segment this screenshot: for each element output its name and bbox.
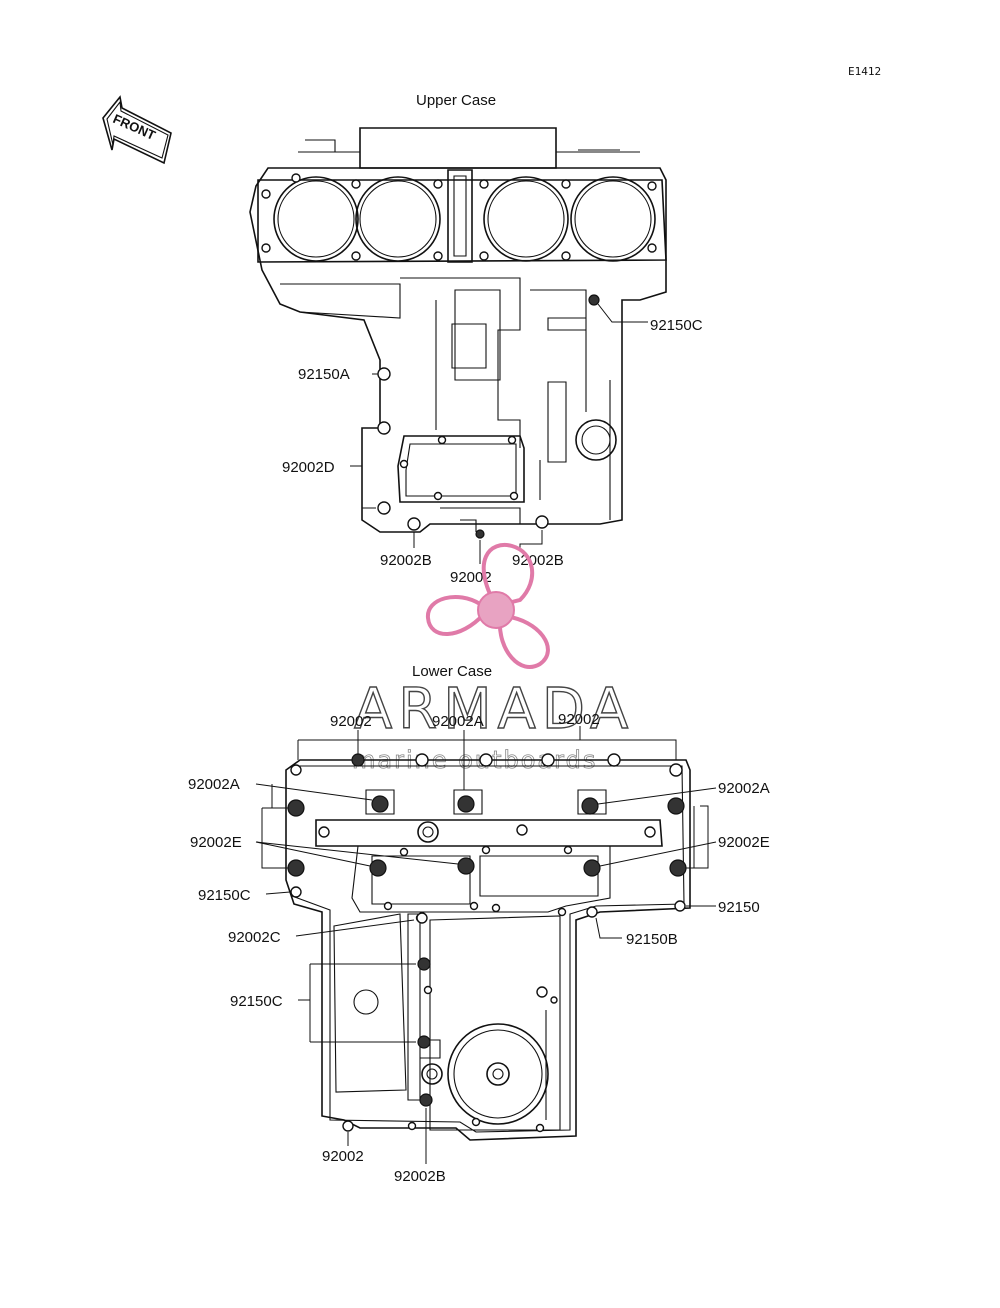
bolt-92002-top-3 <box>541 753 555 767</box>
cylinder-bore-4 <box>570 176 656 262</box>
bolt-92150B <box>586 906 598 918</box>
label-92002B-bottom: 92002B <box>394 1168 446 1185</box>
label-92150C-lower-mid: 92150C <box>230 993 283 1010</box>
bolt-92002-top-1 <box>351 753 365 767</box>
upper-case-drawing <box>249 127 667 564</box>
label-92002E-right: 92002E <box>718 834 770 851</box>
bolt-92002E-far-left <box>287 859 305 877</box>
oil-filter-housing <box>447 1023 549 1125</box>
label-92150C-lower-left: 92150C <box>198 887 251 904</box>
bolt-92002D-bottom <box>377 501 391 515</box>
lower-case-drawing <box>255 726 717 1164</box>
bolt-92150C-upper <box>588 294 600 306</box>
label-92002B-upper-left: 92002B <box>380 552 432 569</box>
drain-boss <box>353 989 379 1015</box>
cylinder-bore-1 <box>273 176 359 262</box>
bolt-92150C-lower <box>290 886 302 898</box>
label-92150A: 92150A <box>298 366 350 383</box>
bolt-92150C-mid-top <box>417 957 431 971</box>
bolt-92002C <box>416 912 428 924</box>
cylinder-bore-3 <box>483 176 569 262</box>
label-92002-bottom: 92002 <box>322 1148 364 1165</box>
bolt-92002A-top <box>479 753 493 767</box>
label-92002C: 92002C <box>228 929 281 946</box>
lower-case-title: Lower Case <box>412 663 492 680</box>
bolt-92002A-center <box>453 789 483 815</box>
bolt-92002A-far-left <box>287 799 305 817</box>
bolt-92150C-mid-bottom <box>417 1035 431 1049</box>
bolt-92002A-far-right <box>667 797 685 815</box>
bolt-92002E-far-right <box>669 859 687 877</box>
bolt-92150 <box>674 900 686 912</box>
label-92150B: 92150B <box>626 931 678 948</box>
bolt-92002B-right <box>535 515 549 529</box>
label-92002A-left: 92002A <box>188 776 240 793</box>
bolt-92002A-left <box>365 789 395 815</box>
bolt-92002A-right <box>577 789 607 815</box>
label-92002E-left: 92002E <box>190 834 242 851</box>
bolt-92002 <box>475 529 485 539</box>
upper-case-title: Upper Case <box>416 92 496 109</box>
front-arrow-icon: FRONT <box>102 95 172 165</box>
bolt-92002-top-4 <box>607 753 621 767</box>
label-92002B-upper-right: 92002B <box>512 552 564 569</box>
label-92002A-right: 92002A <box>718 780 770 797</box>
bolt-92002B-left <box>407 517 421 531</box>
diagram-code: E1412 <box>848 65 881 78</box>
watermark-brand: ARMADA <box>354 677 634 742</box>
label-92002-lower-top-left: 92002 <box>330 713 372 730</box>
bolt-92002-top-2 <box>415 753 429 767</box>
label-92002D: 92002D <box>282 459 335 476</box>
bolt-92002B-bottom <box>419 1093 433 1107</box>
bolt-92002-top-5 <box>669 763 683 777</box>
label-92150: 92150 <box>718 899 760 916</box>
label-92002-upper: 92002 <box>450 569 492 586</box>
label-92002-lower-top-right: 92002 <box>558 711 600 728</box>
propeller-logo-icon <box>426 543 550 669</box>
bolt-92150A <box>377 367 391 381</box>
bolt-92002E-left <box>369 859 387 877</box>
label-92002A-lower-top: 92002A <box>432 713 484 730</box>
label-92150C-upper: 92150C <box>650 317 703 334</box>
cylinder-bore-2 <box>355 176 441 262</box>
bolt-92002-bottom <box>342 1120 354 1132</box>
bolt-92002E-right <box>583 859 601 877</box>
bearing-boss <box>575 419 617 461</box>
bolt-92002E-center <box>457 857 475 875</box>
bolt-92002D-top <box>377 421 391 435</box>
